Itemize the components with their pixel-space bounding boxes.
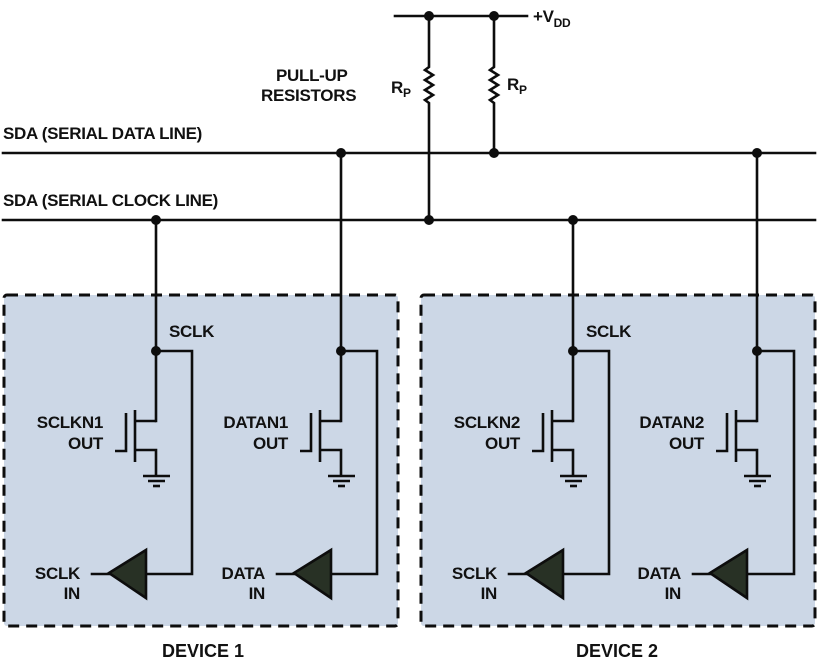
dev1-sclk-node-label: SCLK [169,322,215,341]
dev1-clk-transistor-label-2: OUT [68,434,104,453]
resistor-2-label-sub: P [519,83,527,97]
dev1-data-feedback-wire [320,349,379,576]
device-1-box [2,293,400,628]
dev1-data-input-label-1: DATA [222,564,266,583]
vdd-label: +VDD [533,7,571,30]
dev2-data-input-buffer-icon [707,547,749,601]
dev1-data-input-buffer-icon [291,547,333,601]
dev1-clk-transistor-icon [115,410,170,488]
data-line-label: SDA (SERIAL DATA LINE) [3,124,202,143]
dev2-clk-feedback-wire [552,349,611,576]
resistor-1-label: RP [391,78,411,100]
dev1-clk-feedback-wire [135,349,194,576]
dev1-clk-input-buffer-icon [106,547,148,601]
clock-line-label: SDA (SERIAL CLOCK LINE) [3,191,218,210]
pullup-caption-line1: PULL-UP [276,66,348,85]
pullup-caption-line2: RESISTORS [261,86,356,105]
dev1-clk-input-label-2: IN [64,584,80,603]
device-1-label: DEVICE 1 [162,641,244,661]
dev2-sclk-node-label: SCLK [586,322,632,341]
dev2-clk-input-label-1: SCLK [452,564,498,583]
dev2-clk-transistor-icon [532,410,587,488]
dev1-data-transistor-icon [300,410,355,488]
resistor-1-label-main: R [391,78,403,97]
pullup-resistor-2 [487,14,501,155]
sda-junction-pullup [489,148,499,158]
dev2-data-feedback-wire [736,349,796,576]
resistor-2-label: RP [507,75,527,97]
dev2-data-transistor-label-1: DATAN2 [639,413,704,432]
vdd-label-main: +V [533,7,555,26]
resistor-2-label-main: R [507,75,519,94]
dev1-data-transistor-label-2: OUT [253,434,289,453]
dev1-data-input-label-2: IN [249,584,265,603]
dev2-clk-transistor-label-2: OUT [485,434,521,453]
dev2-data-input-label-1: DATA [638,564,682,583]
dev1-clk-transistor-label-1: SCLKN1 [37,413,103,432]
device-2-box [419,293,817,628]
dev1-clk-input-label-1: SCLK [35,564,81,583]
dev2-data-transistor-label-2: OUT [669,434,705,453]
dev2-clk-transistor-label-1: SCLKN2 [454,413,520,432]
vdd-label-sub: DD [554,16,571,30]
dev1-data-transistor-label-1: DATAN1 [223,413,288,432]
dev2-clk-input-buffer-icon [523,547,565,601]
pullup-resistor-1 [422,14,436,222]
scl-junction-pullup [424,215,434,225]
resistor-1-label-sub: P [403,86,411,100]
dev2-data-input-label-2: IN [665,584,681,603]
dev2-clk-input-label-2: IN [481,584,497,603]
dev2-data-transistor-icon [716,410,771,488]
device-2-label: DEVICE 2 [576,641,658,661]
